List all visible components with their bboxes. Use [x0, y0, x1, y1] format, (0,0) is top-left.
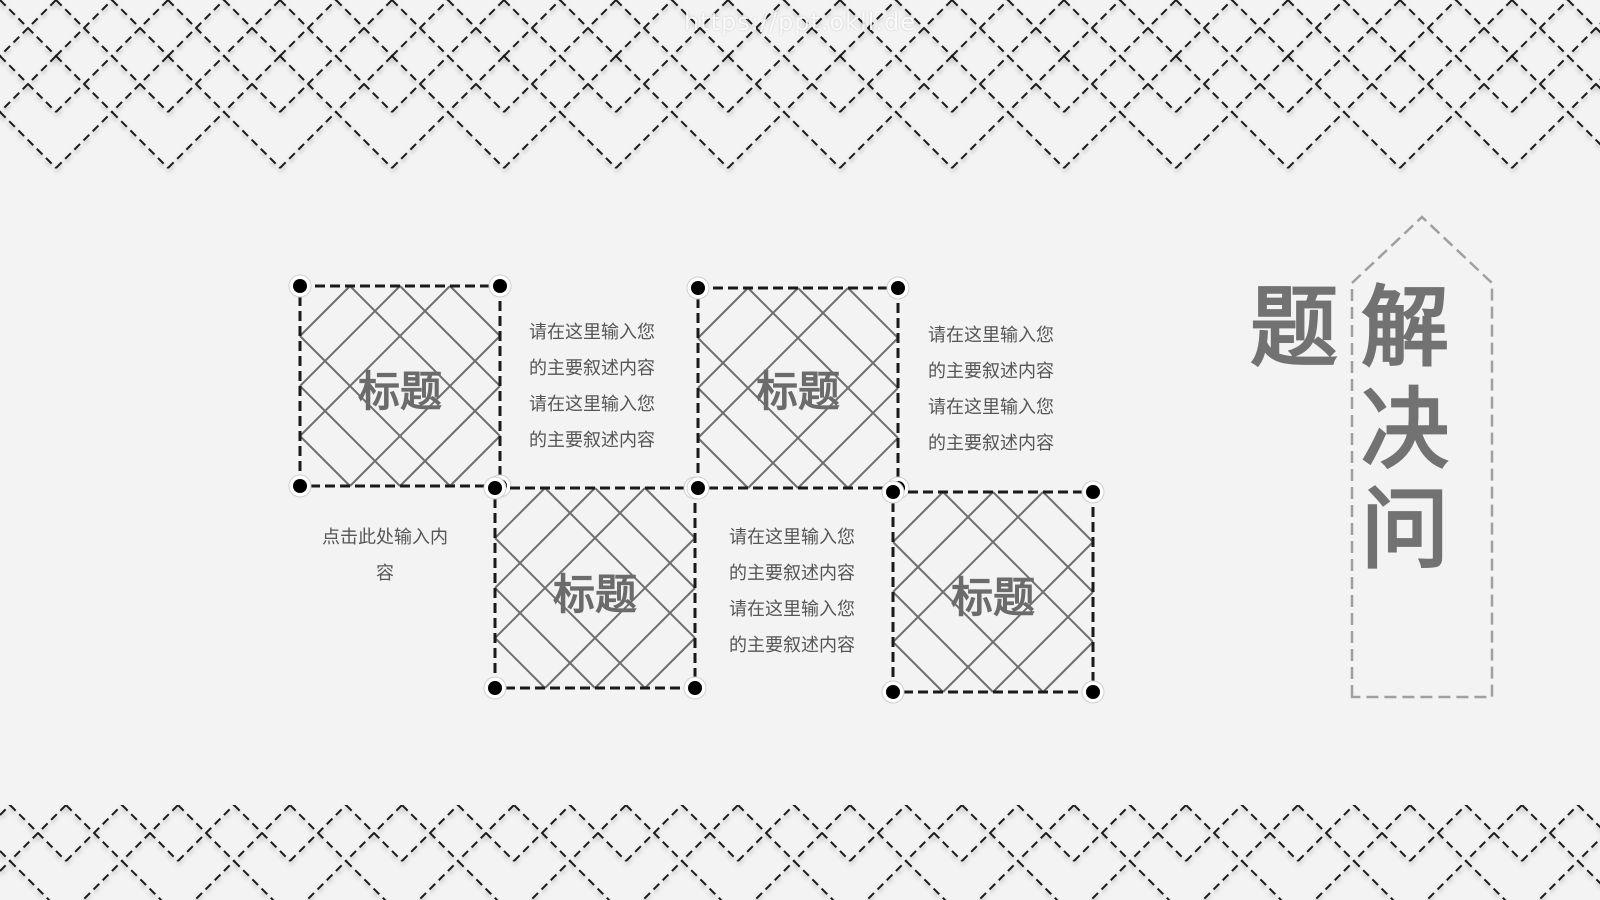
caption-text[interactable]: 点击此处输入内 容 [305, 520, 465, 592]
description-line: 的主要叙述内容 [928, 361, 1054, 382]
description-block-1[interactable]: 请在这里输入您 的主要叙述内容 请在这里输入您 的主要叙述内容 [529, 315, 679, 459]
description-block-2[interactable]: 请在这里输入您 的主要叙述内容 请在这里输入您 的主要叙述内容 [928, 318, 1078, 462]
description-line: 的主要叙述内容 [928, 433, 1054, 454]
card-frame-1 [288, 274, 512, 498]
card-title-2[interactable]: 标题 [552, 570, 637, 619]
card-title-3[interactable]: 标题 [755, 367, 840, 416]
heading-char-ti: 题 [1249, 276, 1338, 379]
card-title-4[interactable]: 标题 [950, 573, 1035, 622]
description-line: 请在这里输入您 [529, 322, 655, 343]
description-block-3[interactable]: 请在这里输入您 的主要叙述内容 请在这里输入您 的主要叙述内容 [729, 520, 879, 664]
description-line: 的主要叙述内容 [729, 635, 855, 656]
description-line: 的主要叙述内容 [529, 358, 655, 379]
card-frame-4 [881, 480, 1105, 704]
watermark-url: https://ppt.okll.de [683, 8, 917, 36]
top-diamond-pattern [0, 0, 1600, 169]
heading-char-jue: 决 [1360, 378, 1449, 481]
description-line: 请在这里输入您 [529, 394, 655, 415]
caption-line: 容 [376, 563, 394, 584]
bottom-diamond-pattern [0, 805, 1600, 900]
description-line: 请在这里输入您 [729, 599, 855, 620]
heading-char-wen: 问 [1360, 478, 1449, 581]
card-title-1[interactable]: 标题 [357, 367, 442, 416]
caption-line: 点击此处输入内 [322, 527, 448, 548]
description-line: 请在这里输入您 [928, 397, 1054, 418]
description-line: 的主要叙述内容 [529, 430, 655, 451]
description-line: 请在这里输入您 [729, 527, 855, 548]
description-line: 的主要叙述内容 [729, 563, 855, 584]
description-line: 请在这里输入您 [928, 325, 1054, 346]
heading-tag-outline [1350, 215, 1494, 699]
heading-char-jie: 解 [1360, 276, 1449, 379]
